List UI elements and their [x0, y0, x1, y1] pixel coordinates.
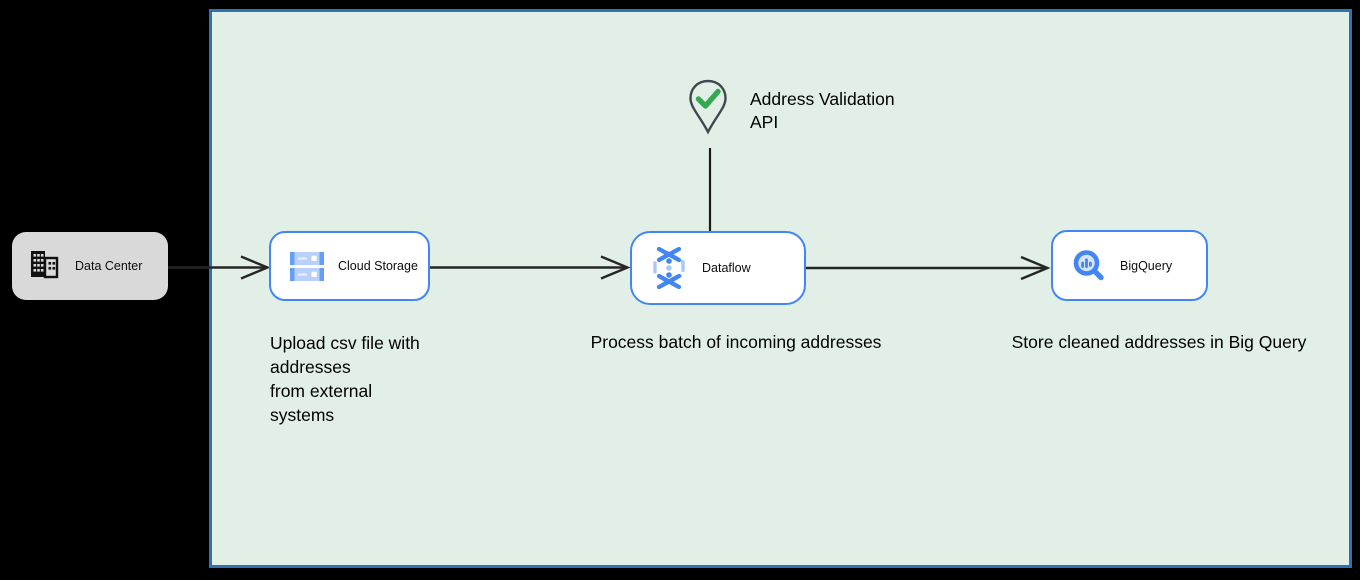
- node-cloud-storage[interactable]: Cloud Storage: [269, 231, 430, 301]
- node-dataflow-label: Dataflow: [702, 261, 751, 275]
- node-data-center-label: Data Center: [75, 259, 143, 273]
- bigquery-icon: [1071, 248, 1107, 284]
- node-dataflow[interactable]: Dataflow: [630, 231, 806, 305]
- office-building-icon: [29, 249, 59, 284]
- map-pin-check-icon: [689, 79, 727, 135]
- node-data-center[interactable]: Data Center: [12, 232, 168, 300]
- node-cloud-storage-label: Cloud Storage: [338, 259, 418, 273]
- description-process-batch: Process batch of incoming addresses: [590, 332, 882, 352]
- cloud-storage-icon: [290, 249, 324, 283]
- node-bigquery-label: BigQuery: [1120, 258, 1173, 273]
- dataflow-icon: [650, 247, 688, 289]
- annotation-address-validation-api: Address Validation API: [750, 89, 895, 132]
- description-upload-csv: Upload csv file with addresses from exte…: [270, 333, 420, 425]
- description-store-cleaned: Store cleaned addresses in Big Query: [1011, 332, 1307, 352]
- node-bigquery[interactable]: BigQuery: [1051, 230, 1208, 301]
